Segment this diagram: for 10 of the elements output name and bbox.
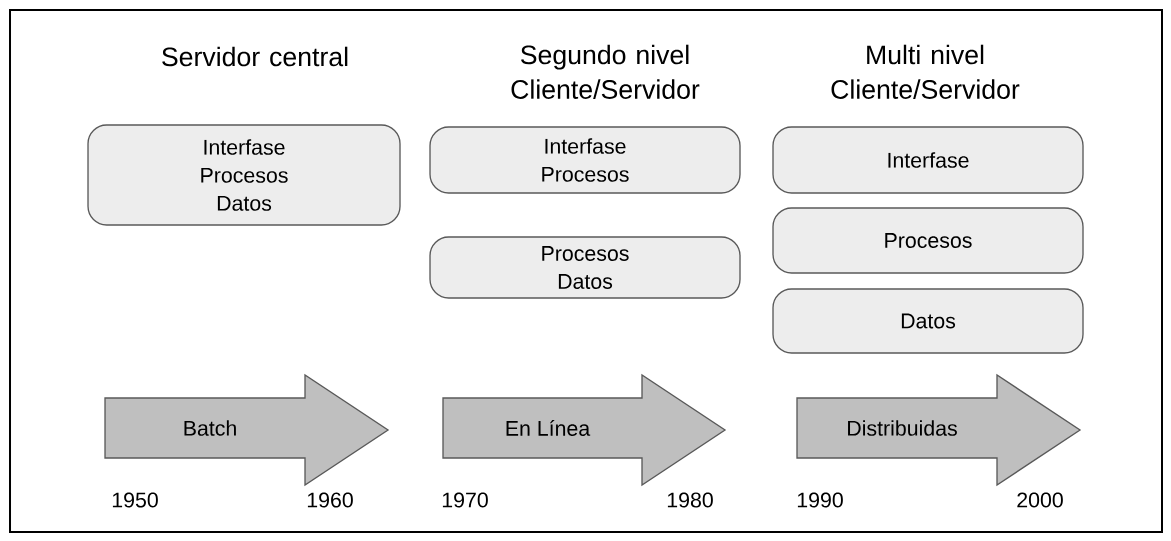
layer-box: Interfase xyxy=(772,126,1084,194)
column-heading: Multi nivel Cliente/Servidor xyxy=(831,44,1020,99)
layer-box: Interfase Procesos Datos xyxy=(87,124,401,226)
column-heading: Segundo nivel Cliente/Servidor xyxy=(511,44,700,99)
layer-box: Procesos Datos xyxy=(429,236,741,299)
column-heading: Servidor central xyxy=(162,46,348,67)
layer-box: Datos xyxy=(772,288,1084,354)
layer-box: Interfase Procesos xyxy=(429,126,741,194)
year-label: 1970 xyxy=(442,492,488,508)
layer-box: Procesos xyxy=(772,207,1084,274)
